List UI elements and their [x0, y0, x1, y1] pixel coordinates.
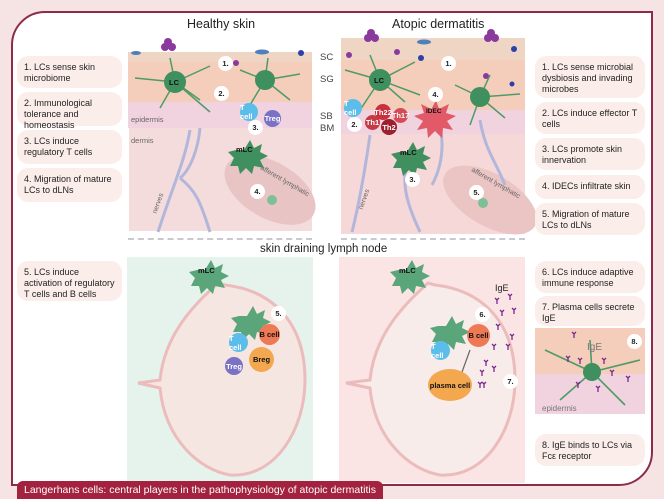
healthy-callout-5: 5. LCs induce activation of regulatory T…	[17, 261, 122, 301]
ln-healthy-marker-5: 5.	[271, 306, 286, 321]
b-cell-to-plasma-arrow	[461, 349, 471, 373]
atopic-callout-3: 3. LCs promote skin innervation	[535, 138, 645, 170]
atopic-microbes	[346, 29, 517, 87]
layer-label-bm: BM	[320, 123, 335, 134]
atopic-th22: Th22	[374, 104, 392, 120]
atopic-nerves	[350, 119, 507, 233]
atopic-idec-label: IDEC	[426, 108, 442, 115]
atopic-ln-mlc-label: mLC	[399, 266, 416, 275]
healthy-marker-2: 2.	[214, 86, 229, 101]
atopic-callout-7: 7. Plasma cells secrete IgE	[535, 296, 645, 326]
inset-lc	[583, 363, 601, 381]
atopic-t-cell: T cell	[344, 99, 362, 117]
healthy-marker-3: 3.	[248, 120, 263, 135]
figure-caption-banner: Langerhans cells: central players in the…	[17, 481, 383, 499]
layer-label-sb: SB	[320, 111, 333, 122]
ige-antibodies	[477, 293, 517, 388]
atopic-th1: Th1	[365, 115, 380, 130]
ln-atopic-plasma-cell: plasma cell	[428, 369, 472, 401]
healthy-sb-layer	[128, 102, 312, 128]
healthy-marker-4: 4.	[250, 184, 265, 199]
healthy-mlc	[228, 140, 268, 174]
ln-atopic-marker-7: 7.	[503, 374, 518, 389]
atopic-stratum-corneum	[341, 38, 525, 60]
atopic-migrating-lc	[478, 198, 488, 208]
atopic-afferent-lymphatic	[443, 165, 537, 235]
mlc-label: mLC	[236, 145, 253, 154]
atopic-lc-label: LC	[374, 76, 384, 85]
epidermis-label: epidermis	[131, 115, 164, 124]
healthy-nerve	[156, 127, 212, 233]
healthy-lc-1	[164, 71, 186, 93]
layer-label-sc: SC	[320, 52, 334, 63]
atopic-th2: Th2	[381, 119, 397, 135]
lymph-node-title: skin draining lymph node	[260, 243, 388, 255]
healthy-treg: Treg	[264, 110, 281, 127]
ln-atopic-b-cell: B cell	[467, 324, 490, 347]
atopic-lc-1	[369, 69, 391, 91]
atopic-idec	[414, 100, 456, 138]
atopic-lc-dendrites	[344, 54, 521, 126]
atopic-th17: Th17	[392, 108, 409, 123]
healthy-lc-dendrites	[134, 57, 301, 113]
atopic-marker-4: 4.	[428, 87, 443, 102]
atopic-callout-1: 1. LCs sense microbial dysbiosis and inv…	[535, 56, 645, 98]
ln-healthy-b-cell: B cell	[259, 324, 280, 345]
healthy-skin-title: Healthy skin	[187, 17, 256, 31]
atopic-callout-6: 6. LCs induce adaptive immune response	[535, 261, 645, 293]
atopic-callout-4: 4. IDECs infiltrate skin	[535, 175, 645, 199]
lc-label: LC	[169, 78, 179, 87]
healthy-microbes	[131, 38, 304, 66]
atopic-mlc	[391, 142, 431, 176]
healthy-marker-1: 1.	[218, 56, 233, 71]
divider-left	[128, 238, 312, 240]
healthy-ln-mlc	[189, 260, 229, 294]
healthy-callout-1: 1. LCs sense skin microbiome	[17, 56, 122, 88]
healthy-afferent-lymphatic	[224, 155, 316, 225]
atopic-marker-1: 1.	[441, 56, 456, 71]
ln-healthy-breg: Breg	[249, 347, 274, 372]
atopic-marker-2: 2.	[347, 117, 362, 132]
healthy-ln-mlc-label: mLC	[198, 266, 215, 275]
ln-atopic-marker-6: 6.	[475, 307, 490, 322]
layer-label-sg: SG	[320, 74, 334, 85]
dermis-label: dermis	[131, 136, 154, 145]
healthy-lc-2	[255, 70, 275, 90]
inset-epidermis-label: epidermis	[542, 404, 577, 413]
ln-healthy-t-cell: T cell	[229, 333, 248, 352]
healthy-migrating-lc	[267, 195, 277, 205]
inset-ige-label: IgE	[587, 342, 603, 353]
atopic-marker-3: 3.	[405, 172, 420, 187]
atopic-lc-2	[470, 87, 490, 107]
divider-right	[341, 238, 525, 240]
ln-healthy-treg: Treg	[225, 357, 243, 375]
atopic-callout-2: 2. LCs induce effector T cells	[535, 102, 645, 134]
ige-label: IgE	[495, 283, 509, 293]
inset-marker-8: 8.	[627, 334, 642, 349]
atopic-callout-8: 8. IgE binds to LCs via Fcε receptor	[535, 434, 645, 466]
healthy-callout-4: 4. Migration of mature LCs to dLNs	[17, 168, 122, 202]
healthy-t-cell: T cell	[240, 103, 258, 121]
healthy-callout-2: 2. Immunological tolerance and homeostas…	[17, 92, 122, 130]
healthy-callout-3: 3. LCs induce regulatory T cells	[17, 130, 122, 164]
atopic-dermatitis-title: Atopic dermatitis	[392, 17, 485, 31]
atopic-marker-5: 5.	[469, 185, 484, 200]
atopic-ln-mlc	[390, 260, 430, 294]
atopic-callout-5: 5. Migration of mature LCs to dLNs	[535, 203, 645, 235]
ln-atopic-t-cell: T cell	[431, 341, 450, 360]
atopic-mlc-label: mLC	[400, 148, 417, 157]
